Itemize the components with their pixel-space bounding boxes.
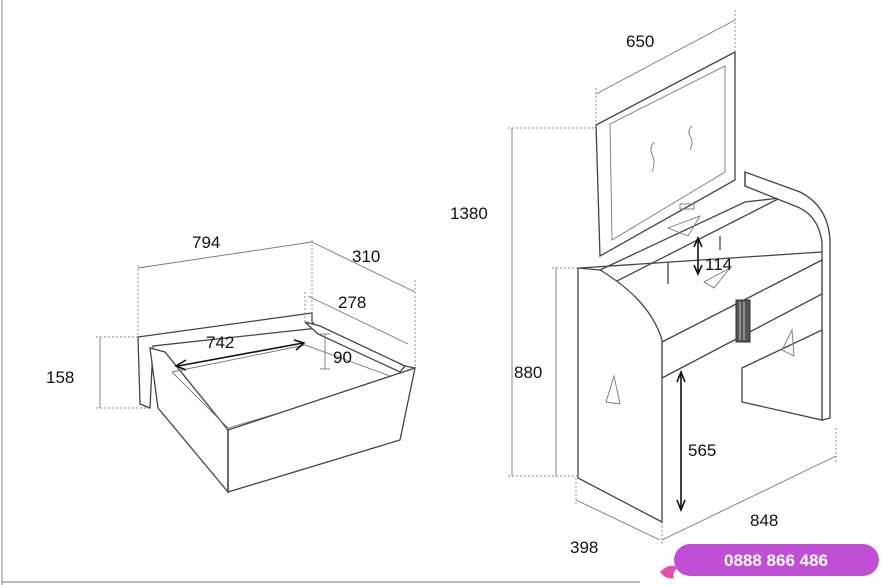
arrowhead-742-left <box>174 359 187 371</box>
dressing-table-drawing: 650 1380 114 880 565 398 848 <box>450 10 837 557</box>
mirror-light-left-icon <box>650 141 655 173</box>
dim-arrow-742 <box>177 342 304 367</box>
dim-line-398 <box>575 499 661 541</box>
dim-label-650: 650 <box>626 32 654 51</box>
arrowhead-565-top <box>676 369 686 383</box>
arrowhead-742-right <box>293 339 306 351</box>
dim-label-158: 158 <box>46 368 74 387</box>
drawer-corner-edge <box>404 365 416 369</box>
dim-label-880: 880 <box>514 363 542 382</box>
phone-badge[interactable]: 0888 866 486 <box>660 544 879 579</box>
dim-line-310 <box>311 241 416 293</box>
dim-line-794 <box>137 241 313 269</box>
side-panel-ornament-icon <box>605 374 621 405</box>
dim-label-565: 565 <box>688 441 716 460</box>
phone-handset-icon <box>660 565 678 579</box>
drawer-handle <box>735 299 751 343</box>
dim-label-278: 278 <box>338 293 366 312</box>
drawer-side-panel-right <box>304 321 407 373</box>
tabletop-ornament-icon <box>703 267 731 289</box>
mirror-frame <box>595 50 736 258</box>
mirror-light-right-icon <box>688 125 693 151</box>
arrowhead-114-bottom <box>693 264 703 276</box>
dim-label-114: 114 <box>705 255 732 274</box>
lift-top-ornament-icon <box>666 215 702 237</box>
dim-label-794: 794 <box>192 233 220 252</box>
table-left-side-panel <box>577 267 663 524</box>
drawer-back-panel <box>137 312 320 409</box>
arrowhead-114-top <box>693 236 703 248</box>
tabletop-back-line <box>579 251 823 269</box>
arrowhead-565-bottom <box>676 499 686 513</box>
dim-line-650 <box>595 19 736 95</box>
rear-leg-ornament-icon <box>781 328 795 357</box>
dim-line-278 <box>307 295 409 345</box>
mirror-glass <box>609 65 726 241</box>
drawer-front-panel <box>227 367 416 493</box>
dim-line-848 <box>661 455 837 541</box>
table-rear-leg <box>741 328 823 421</box>
phone-number: 0888 866 486 <box>724 551 828 570</box>
dim-label-742: 742 <box>206 333 234 352</box>
dim-label-90: 90 <box>333 348 352 367</box>
dim-label-1380: 1380 <box>450 204 488 223</box>
drawer-inner-floor-back <box>171 344 391 377</box>
drawer-side-panel-left <box>149 347 229 494</box>
dim-label-310: 310 <box>352 247 380 266</box>
drawer-drawing: 794 310 278 742 90 158 <box>46 233 416 494</box>
dim-label-398: 398 <box>570 538 598 557</box>
dim-label-848: 848 <box>750 511 778 530</box>
phone-badge-background <box>674 544 879 576</box>
mirror-logo-icon <box>679 203 695 210</box>
